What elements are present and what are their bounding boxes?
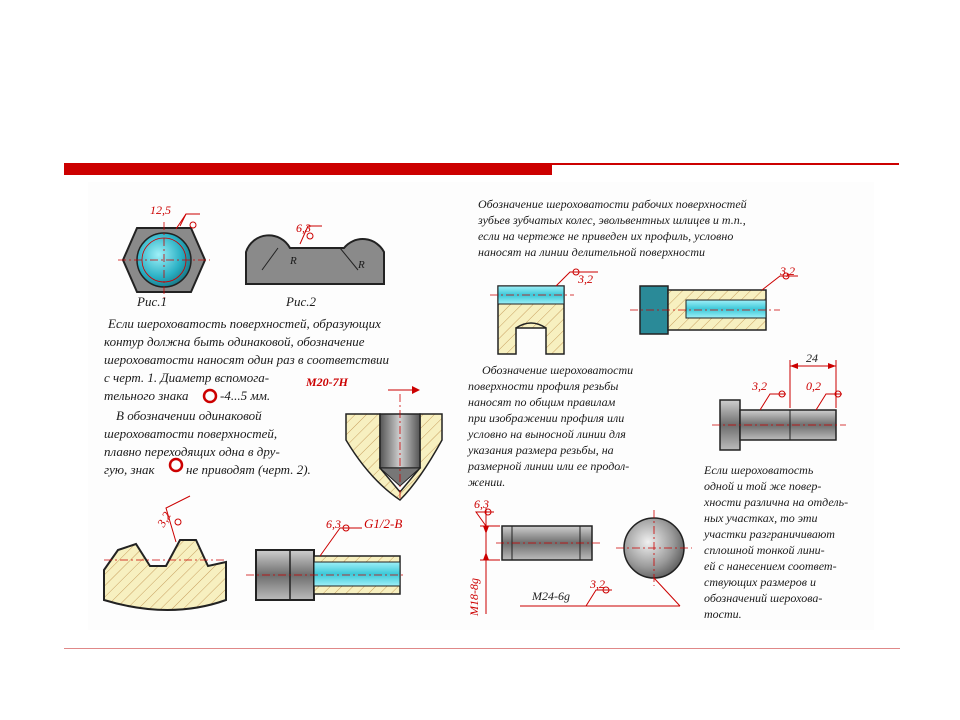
left-line-3: шероховатости наносят один раз в соответ… <box>104 352 390 367</box>
mid-line-7: размерной линии или ее продол- <box>467 459 629 473</box>
gear-roughness: 3,2 <box>154 509 174 530</box>
thread-m20-label: M20-7H <box>305 375 349 389</box>
m18-roughness: 6,3 <box>474 497 489 511</box>
pipe-thread-part: 6,3 G1/2-B <box>246 516 406 601</box>
fig2-block: R R 6,3 Рис.2 <box>245 221 385 309</box>
right-line-1: Если шероховатость <box>703 463 814 477</box>
mid-line-5: условно на выносной линии для <box>467 427 626 441</box>
tr-line-3: если на чертеже не приведен их профиль, … <box>478 229 733 243</box>
fig2-radius-right: R <box>357 259 365 271</box>
fig2-radius-left: R <box>289 255 297 267</box>
mid-line-1: Обозначение шероховатости <box>482 363 633 377</box>
left2-line-5: не приводят (черт. 2). <box>186 462 311 477</box>
m24-section: M24-6g 3,2 <box>520 510 692 607</box>
pipe-thread-label: G1/2-B <box>364 516 402 531</box>
mid-line-3: наносят по общим правилам <box>468 395 616 409</box>
right-line-2: одной и той же повер- <box>704 479 821 493</box>
m24-roughness: 3,2 <box>589 577 605 591</box>
mid-line-8: жении. <box>468 475 505 489</box>
middle-text: Обозначение шероховатости поверхности пр… <box>467 363 633 489</box>
gear-hub-section: 3,2 <box>490 268 598 355</box>
tr-line-1: Обозначение шероховатости рабочих поверх… <box>478 197 747 211</box>
left-line-1: Если шероховатость поверхностей, образую… <box>107 316 381 331</box>
right-line-7: ей с нанесением соответ- <box>704 559 837 573</box>
dim-24: 24 <box>806 351 818 365</box>
mid-line-6: указания размера резьбы, на <box>467 443 614 457</box>
top-right-text: Обозначение шероховатости рабочих поверх… <box>477 197 747 259</box>
left2-line-4: гую, знак <box>104 462 156 477</box>
tr-line-4: наносят на линии делительной поверхности <box>478 245 705 259</box>
left2-line-3: плавно переходящих одна в дру- <box>104 444 280 459</box>
right-line-5: участки разграничивают <box>703 527 835 541</box>
tr-line-2: зубьев зубчатых колес, эвольвентных шлиц… <box>477 213 746 227</box>
m24-label: M24-6g <box>531 589 570 603</box>
shaft-roughness-2: 0,2 <box>806 379 821 393</box>
right-line-6: сплошной тонкой лини- <box>704 543 825 557</box>
aux-sign-circle-2 <box>168 457 184 473</box>
fig2-caption: Рис.2 <box>285 294 316 309</box>
shaft-roughness-1: 3,2 <box>751 379 767 393</box>
fig1-caption: Рис.1 <box>136 294 167 309</box>
left-line-4: с черт. 1. Диаметр вспомога- <box>104 370 269 385</box>
left2-line-1: В обозначении одинаковой <box>116 408 262 423</box>
left2-line-2: шероховатости поверхностей, <box>104 426 277 441</box>
right-line-9: обозначений шерохова- <box>704 591 822 605</box>
left-line-5: тельного знака <box>104 388 189 403</box>
right-line-10: тости. <box>704 607 742 621</box>
m18-bolt: 6,3 M18-8g <box>467 497 600 617</box>
stepped-shaft: 24 3,2 0,2 <box>712 351 846 451</box>
spline-shaft: 3,2 <box>630 264 798 335</box>
hub-roughness: 3,2 <box>577 272 593 286</box>
left-line-6: -4...5 мм. <box>220 388 270 403</box>
fig1-roughness: 12,5 <box>150 203 171 217</box>
gear-profile: 3,2 <box>103 495 227 611</box>
right-line-8: ствующих размеров и <box>704 575 816 589</box>
left-line-2: контур должна быть одинаковой, обозначен… <box>104 334 365 349</box>
drawing-panel <box>88 182 874 630</box>
mid-line-2: поверхности профиля резьбы <box>468 379 618 393</box>
left-text-block: Если шероховатость поверхностей, образую… <box>104 316 390 477</box>
title-accent-bar <box>64 163 552 175</box>
m18-label: M18-8g <box>467 578 481 617</box>
footer-line <box>64 648 900 649</box>
threaded-hole-m20: M20-7H <box>305 375 443 501</box>
fig2-roughness: 6,3 <box>296 221 311 235</box>
fig1-hex-nut: 12,5 Рис.1 <box>118 203 210 309</box>
shaft-roughness: 3,2 <box>779 264 795 278</box>
right-text: Если шероховатость одной и той же повер-… <box>703 463 848 621</box>
pipe-roughness: 6,3 <box>326 517 341 531</box>
right-line-4: ных участках, то эти <box>704 511 818 525</box>
right-line-3: хности различна на отдель- <box>703 495 848 509</box>
title-accent-line <box>552 163 899 165</box>
mid-line-4: при изображении профиля или <box>468 411 624 425</box>
aux-sign-circle <box>202 388 218 404</box>
